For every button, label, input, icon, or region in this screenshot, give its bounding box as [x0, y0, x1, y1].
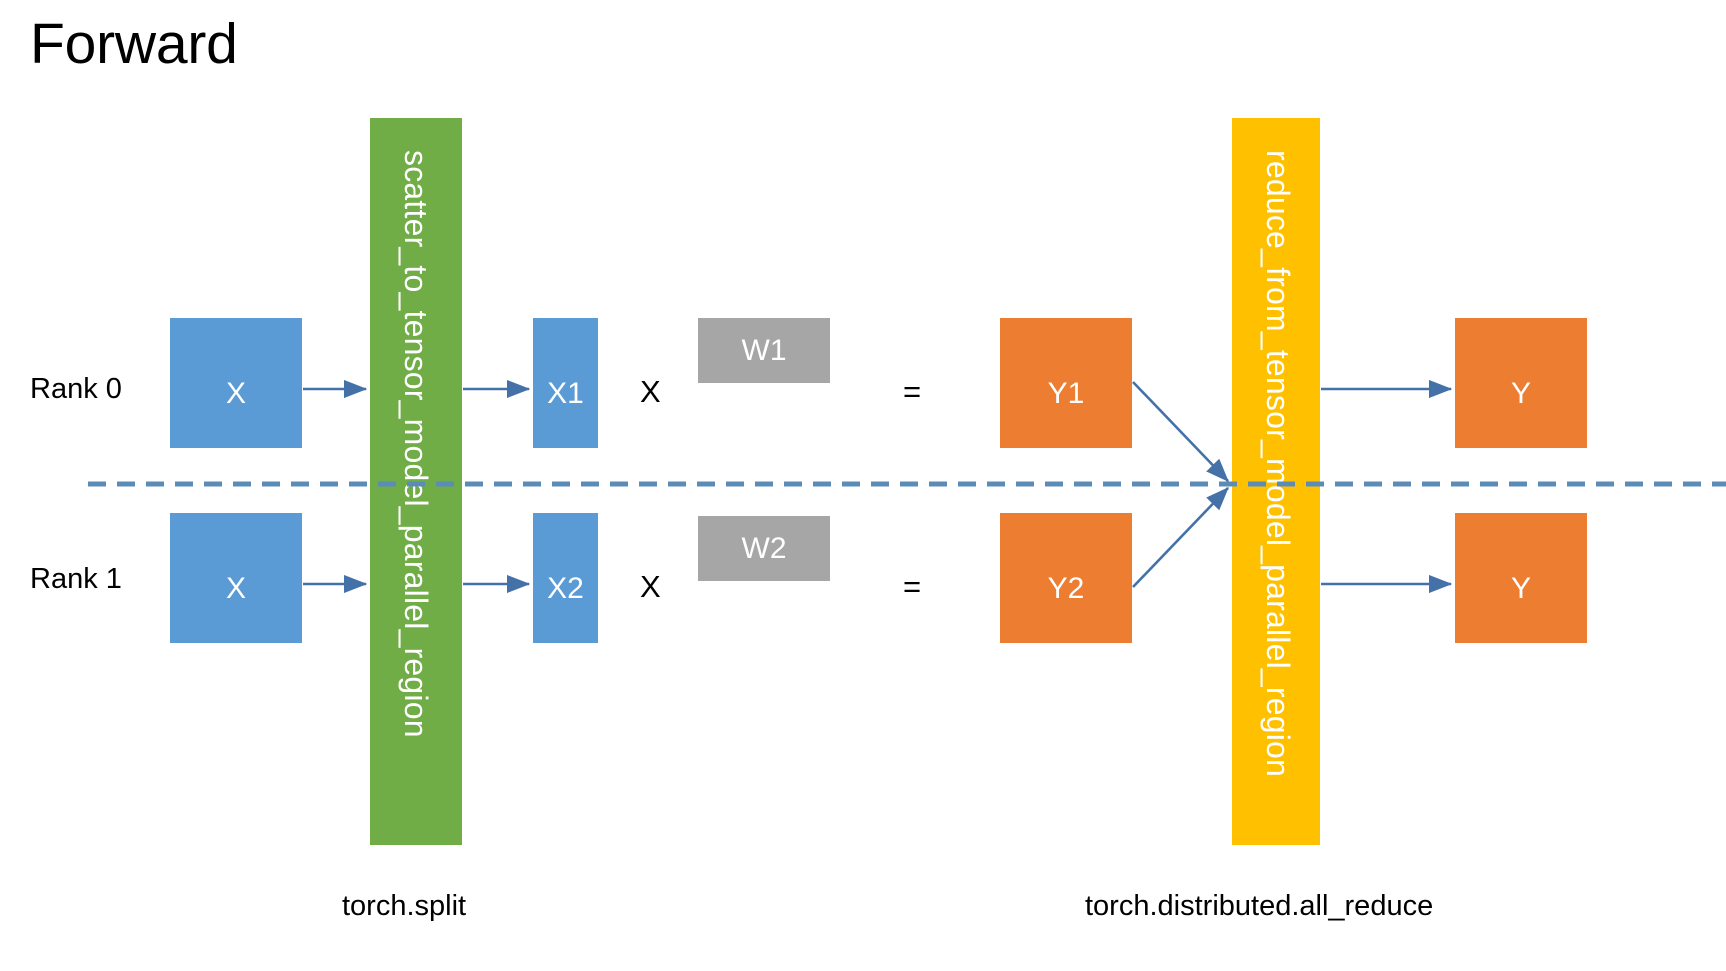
rank-1-label: Rank 1 — [30, 563, 122, 595]
right-caption: torch.distributed.all_reduce — [1085, 890, 1434, 922]
rank1-equals-symbol: = — [903, 569, 922, 604]
reduce-bar-label: reduce_from_tensor_model_parallel_region — [1260, 150, 1296, 778]
rank0-shard-label: X1 — [547, 377, 584, 410]
scatter-to-tensor-model-parallel-region-bar: scatter_to_tensor_model_parallel_region — [370, 118, 462, 845]
rank1-shard-box: X2 — [533, 513, 598, 643]
rank1-partial-output-box: Y2 — [1000, 513, 1132, 643]
rank0-partial-output-box: Y1 — [1000, 318, 1132, 448]
rank0-weight-label: W1 — [741, 333, 787, 367]
rank1-weight-box: W2 — [698, 516, 830, 581]
reduce-from-tensor-model-parallel-region-bar: reduce_from_tensor_model_parallel_region — [1232, 118, 1320, 845]
page-title: Forward — [30, 12, 238, 76]
rank1-input-label: X — [225, 572, 246, 605]
rank0-equals-symbol: = — [903, 374, 922, 409]
scatter-bar-label: scatter_to_tensor_model_parallel_region — [398, 150, 434, 738]
rank0-weight-box: W1 — [698, 318, 830, 383]
rank1-partial-output-label: Y2 — [1047, 572, 1085, 605]
rank0-input-label: X — [225, 377, 246, 410]
rank0-input-box: X — [170, 318, 302, 448]
rank-0-label: Rank 0 — [30, 373, 122, 405]
rank0-partial-output-label: Y1 — [1047, 377, 1085, 410]
arrow-rank0-partial-to-reduce — [1132, 381, 1229, 482]
rank1-multiply-symbol: X — [640, 569, 661, 604]
rank0-shard-box: X1 — [533, 318, 598, 448]
rank0-output-label: Y — [1510, 377, 1531, 410]
left-caption: torch.split — [342, 890, 467, 922]
rank1-shard-label: X2 — [547, 572, 584, 605]
rank1-input-box: X — [170, 513, 302, 643]
rank1-weight-label: W2 — [741, 531, 787, 565]
rank1-output-label: Y — [1510, 572, 1531, 605]
rank0-output-box: Y — [1455, 318, 1587, 448]
rank1-output-box: Y — [1455, 513, 1587, 643]
arrow-rank1-partial-to-reduce — [1132, 487, 1229, 588]
rank0-multiply-symbol: X — [640, 374, 661, 409]
